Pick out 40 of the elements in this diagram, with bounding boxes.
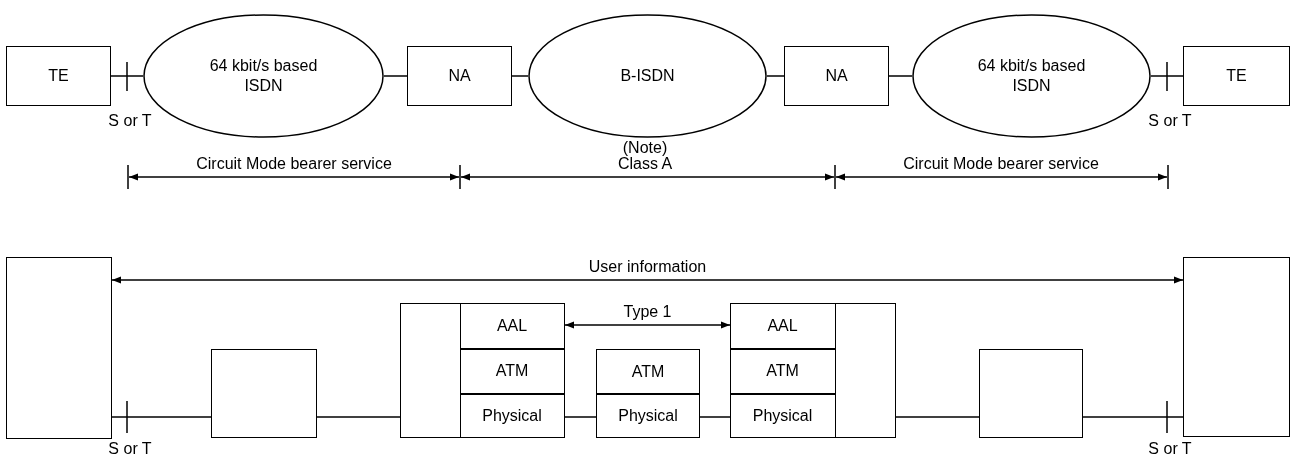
layer-box: ATM bbox=[459, 348, 565, 394]
dimension-label: Circuit Mode bearer service bbox=[903, 155, 1099, 173]
dimension-label: Circuit Mode bearer service bbox=[196, 155, 392, 173]
layer-box: TE bbox=[6, 46, 111, 106]
reference-point-label: S or T bbox=[108, 112, 152, 130]
equipment-box bbox=[1183, 257, 1290, 437]
connector-line bbox=[895, 416, 980, 418]
connector-line bbox=[699, 416, 731, 418]
connector-line bbox=[111, 416, 212, 418]
double-arrow bbox=[564, 321, 731, 329]
network-ellipse: B-ISDN bbox=[528, 14, 767, 138]
reference-point-label: S or T bbox=[1148, 112, 1192, 130]
connector-line bbox=[316, 416, 401, 418]
connector-line bbox=[1082, 416, 1184, 418]
layer-box: NA bbox=[407, 46, 512, 106]
protocol-stack-box bbox=[730, 303, 896, 438]
reference-point-label: S or T bbox=[1148, 440, 1192, 458]
protocol-stack-box bbox=[400, 303, 565, 438]
layer-box: ATM bbox=[729, 348, 836, 394]
dimension-label: Class A bbox=[617, 155, 673, 173]
connector-line bbox=[766, 75, 785, 77]
connector-line bbox=[1150, 75, 1184, 77]
connector-line bbox=[110, 75, 144, 77]
layer-box: ATM bbox=[596, 349, 700, 394]
reference-point-label: S or T bbox=[108, 440, 152, 458]
layer-box: AAL bbox=[459, 302, 565, 349]
layer-box: Physical bbox=[596, 394, 700, 438]
layer-box: Physical bbox=[459, 393, 565, 438]
layer-box: Physical bbox=[729, 393, 836, 438]
layer-box: NA bbox=[784, 46, 889, 106]
connector-line bbox=[564, 416, 597, 418]
equipment-box bbox=[6, 257, 112, 439]
connector-line bbox=[383, 75, 408, 77]
equipment-box bbox=[979, 349, 1083, 438]
double-arrow bbox=[111, 276, 1184, 284]
connector-line bbox=[511, 75, 529, 77]
connector-line bbox=[888, 75, 913, 77]
layer-box: AAL bbox=[729, 302, 836, 349]
layer-box: TE bbox=[1183, 46, 1290, 106]
equipment-box bbox=[211, 349, 317, 438]
